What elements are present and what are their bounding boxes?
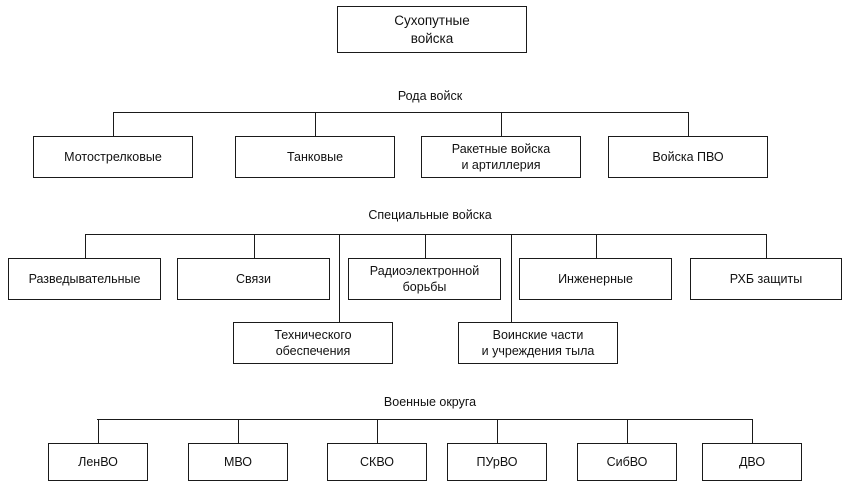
connector-bar-rod: [113, 112, 688, 113]
connector-drop-okr-4: [627, 419, 628, 443]
node-okr-5[interactable]: ДВО: [702, 443, 802, 481]
connector-drop-spec-4: [766, 234, 767, 258]
node-rod-3[interactable]: Войска ПВО: [608, 136, 768, 178]
section-label-okr: Военные округа: [383, 395, 477, 409]
node-okr-3[interactable]: ПУрВО: [447, 443, 547, 481]
connector-drop-spec-3: [595, 234, 597, 258]
node-rod-0[interactable]: Мотострелковые: [33, 136, 193, 178]
connector-longdrop-spec-0: [339, 234, 340, 322]
connector-drop-spec-0: [84, 234, 86, 258]
connector-drop-rod-0: [113, 112, 114, 136]
connector-longdrop-spec-1: [511, 234, 512, 322]
node-okr-4[interactable]: СибВО: [577, 443, 677, 481]
connector-drop-spec-2: [424, 234, 426, 258]
connector-drop-rod-2: [501, 112, 502, 136]
node-spec-0[interactable]: Разведывательные: [8, 258, 161, 300]
node-okr-1[interactable]: МВО: [188, 443, 288, 481]
subnode-spec-0[interactable]: Технического обеспечения: [233, 322, 393, 364]
connector-drop-rod-1: [315, 112, 316, 136]
node-rod-2[interactable]: Ракетные войска и артиллерия: [421, 136, 581, 178]
node-spec-3[interactable]: Инженерные: [519, 258, 672, 300]
connector-drop-okr-2: [377, 419, 378, 443]
section-label-rod: Рода войск: [397, 89, 463, 103]
connector-drop-okr-1: [238, 419, 239, 443]
node-okr-2[interactable]: СКВО: [327, 443, 427, 481]
subnode-spec-1[interactable]: Воинские части и учреждения тыла: [458, 322, 618, 364]
section-label-spec: Специальные войска: [368, 208, 492, 222]
connector-drop-rod-3: [688, 112, 689, 136]
connector-drop-okr-3: [497, 419, 498, 443]
node-okr-0[interactable]: ЛенВО: [48, 443, 148, 481]
root-node[interactable]: Сухопутные войска: [337, 6, 527, 53]
connector-drop-okr-0: [98, 419, 99, 443]
node-spec-1[interactable]: Связи: [177, 258, 330, 300]
node-rod-1[interactable]: Танковые: [235, 136, 395, 178]
connector-bar-spec: [85, 234, 767, 235]
connector-drop-okr-5: [752, 419, 753, 443]
node-spec-2[interactable]: Радиоэлектронной борьбы: [348, 258, 501, 300]
connector-drop-spec-1: [253, 234, 255, 258]
connector-bar-okr: [97, 419, 752, 420]
node-spec-4[interactable]: РХБ защиты: [690, 258, 842, 300]
